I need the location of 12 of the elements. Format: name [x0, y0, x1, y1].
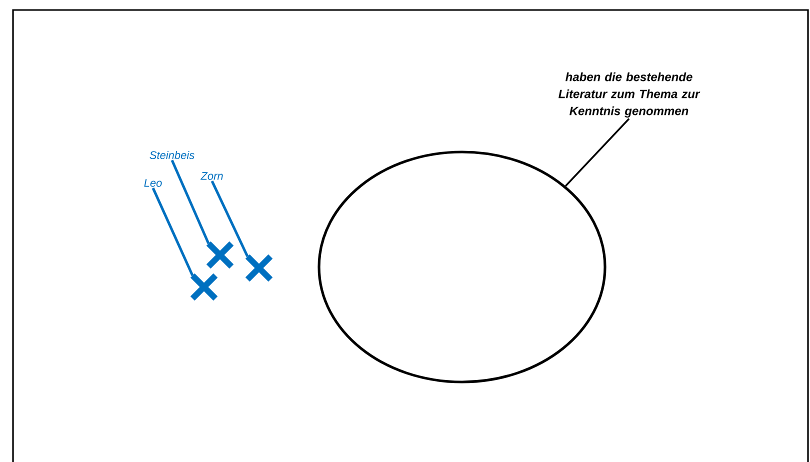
leader-line: [152, 188, 194, 276]
callout-text: haben die bestehende Literatur zum Thema zur Kenntnis genommen: [558, 72, 700, 118]
author-label: Steinbeis: [150, 150, 194, 160]
leader-line: [564, 118, 630, 187]
cross-mark: [190, 272, 218, 302]
cross-mark: [244, 254, 274, 282]
author-label: Zorn: [200, 172, 223, 180]
author-label: Leo: [144, 179, 162, 187]
leader-line: [210, 180, 249, 258]
ellipse-shape: [318, 150, 606, 384]
leader-line: [170, 160, 210, 244]
cross-mark: [206, 240, 234, 270]
